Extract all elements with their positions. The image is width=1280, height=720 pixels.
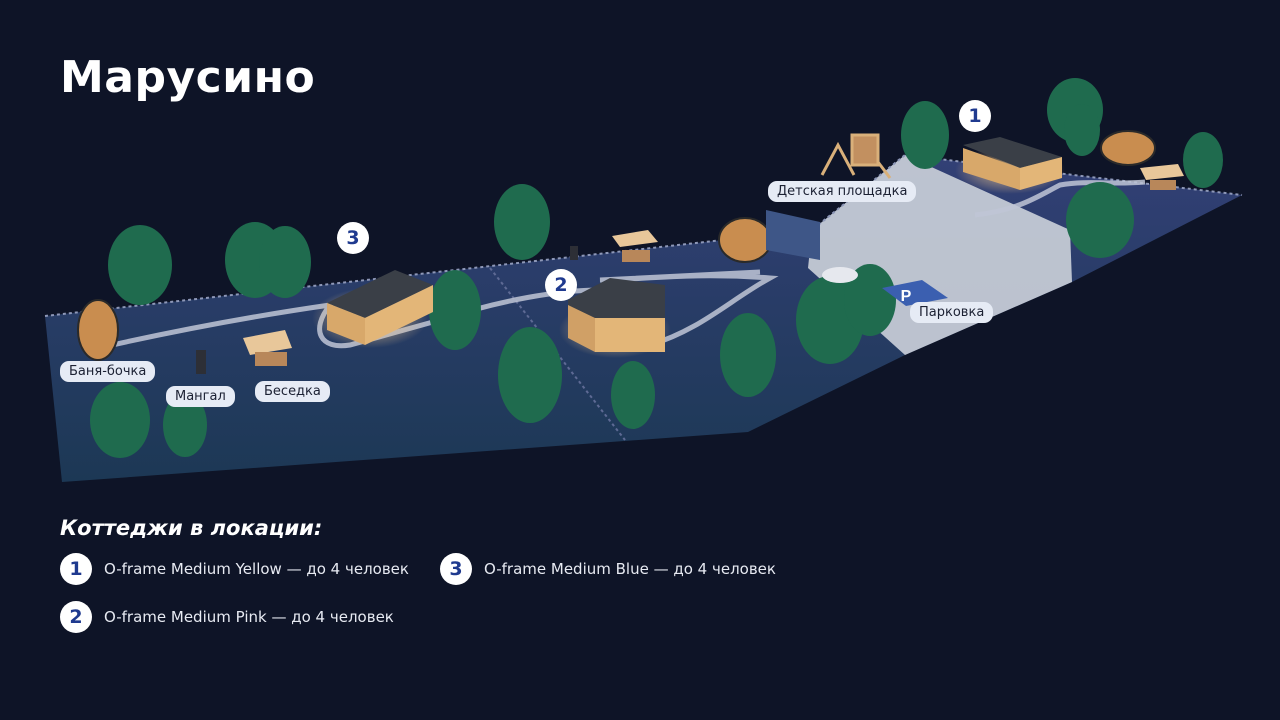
barrel-sauna-icon <box>718 217 772 263</box>
storage-building <box>766 210 820 260</box>
barrel-sauna-icon <box>77 299 119 361</box>
legend-text-1: O-frame Medium Yellow — до 4 человек <box>104 560 409 578</box>
tree-icon <box>90 78 1223 458</box>
label-parking: Парковка <box>910 302 994 323</box>
legend-marker-3: 3 <box>440 553 472 585</box>
car-icon <box>822 267 858 283</box>
label-mangal: Мангал <box>166 386 235 407</box>
legend-text-3: O-frame Medium Blue — до 4 человек <box>484 560 776 578</box>
label-banya: Баня-бочка <box>60 361 156 382</box>
footpath-east <box>974 179 1146 218</box>
label-besedka: Беседка <box>255 381 330 402</box>
parking-icon: P <box>882 280 948 306</box>
gazebo-icon <box>612 230 658 262</box>
barrel-sauna-icon <box>1100 130 1156 166</box>
legend-item-3: 3 O-frame Medium Blue — до 4 человек <box>440 553 776 585</box>
legend-title: Коттеджи в локации: <box>60 516 323 540</box>
grill-icon <box>570 246 578 260</box>
cottage-icon <box>559 278 671 358</box>
site-map: P <box>44 78 1243 482</box>
fence <box>44 153 1243 317</box>
gazebo-icon <box>243 330 292 366</box>
cottage-icon <box>312 270 433 348</box>
legend-item-1: 1 O-frame Medium Yellow — до 4 человек <box>60 553 409 585</box>
legend-text-2: O-frame Medium Pink — до 4 человек <box>104 608 394 626</box>
page-title: Марусино <box>60 52 316 103</box>
gazebo-icon <box>1140 164 1184 190</box>
legend-marker-1: 1 <box>60 553 92 585</box>
legend-marker-2: 2 <box>60 601 92 633</box>
cottage-marker-2[interactable]: 2 <box>545 269 577 301</box>
playground-icon <box>820 133 892 179</box>
label-playground: Детская площадка <box>768 181 917 202</box>
legend-item-2: 2 O-frame Medium Pink — до 4 человек <box>60 601 394 633</box>
grill-icon <box>196 350 206 374</box>
parking-sign-letter: P <box>901 288 912 305</box>
cottage-marker-3[interactable]: 3 <box>337 222 369 254</box>
cottage-marker-1[interactable]: 1 <box>959 100 991 132</box>
cottage-icon <box>955 137 1065 194</box>
